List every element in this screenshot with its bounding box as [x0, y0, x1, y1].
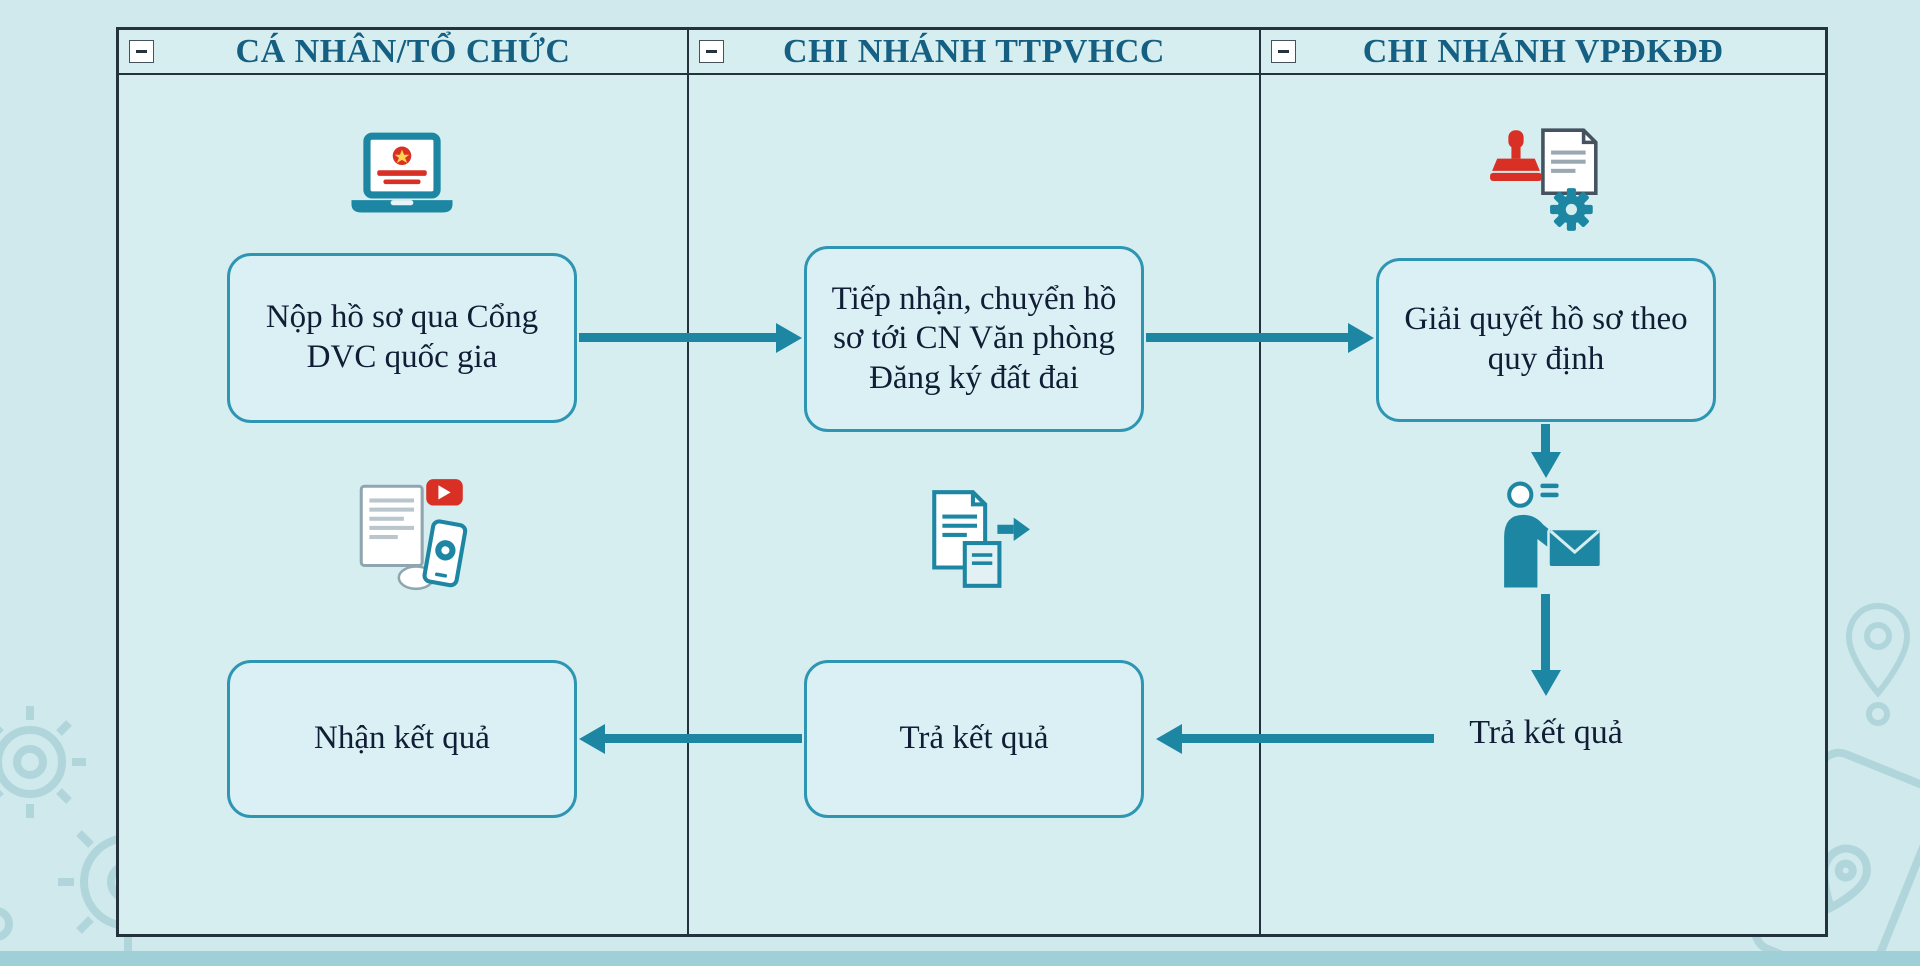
lane-title: CHI NHÁNH VPĐKĐĐ [1362, 32, 1724, 70]
header-divider-line [119, 73, 1825, 75]
node-receive-transfer: Tiếp nhận, chuyển hồ sơ tới CN Văn phòng… [804, 246, 1144, 432]
collapse-minus-icon[interactable] [699, 40, 724, 63]
lane-header-individual: CÁ NHÂN/TỔ CHỨC [119, 30, 687, 73]
lane-divider-2 [1259, 29, 1261, 934]
person-envelope-delivery-icon [1504, 481, 1603, 588]
collapse-minus-icon[interactable] [1271, 40, 1296, 63]
stamp-gear-document-icon [1490, 128, 1598, 231]
node-process: Giải quyết hồ sơ theo quy định [1376, 258, 1716, 422]
lane-header-vpdkdd: CHI NHÁNH VPĐKĐĐ [1261, 30, 1825, 73]
collapse-minus-icon[interactable] [129, 40, 154, 63]
lane-header-ttpvhcc: CHI NHÁNH TTPVHCC [689, 30, 1259, 73]
lane-title: CÁ NHÂN/TỔ CHỨC [235, 32, 571, 70]
node-submit: Nộp hồ sơ qua Cổng DVC quốc gia [227, 253, 577, 423]
label-deliver-result: Trả kết quả [1469, 714, 1623, 751]
lane-divider-1 [687, 29, 689, 934]
node-return-result: Trả kết quả [804, 660, 1144, 818]
national-portal-laptop-icon [351, 132, 453, 213]
minus-glyph [136, 50, 147, 53]
lane-title: CHI NHÁNH TTPVHCC [783, 32, 1165, 70]
minus-glyph [1278, 50, 1289, 53]
document-transfer-icon [932, 490, 1030, 588]
documents-and-phone-icon [359, 479, 468, 591]
bottom-strip [0, 951, 1920, 966]
minus-glyph [706, 50, 717, 53]
node-receive-result: Nhận kết quả [227, 660, 577, 818]
map-pin-watermark-icon [1845, 602, 1911, 726]
